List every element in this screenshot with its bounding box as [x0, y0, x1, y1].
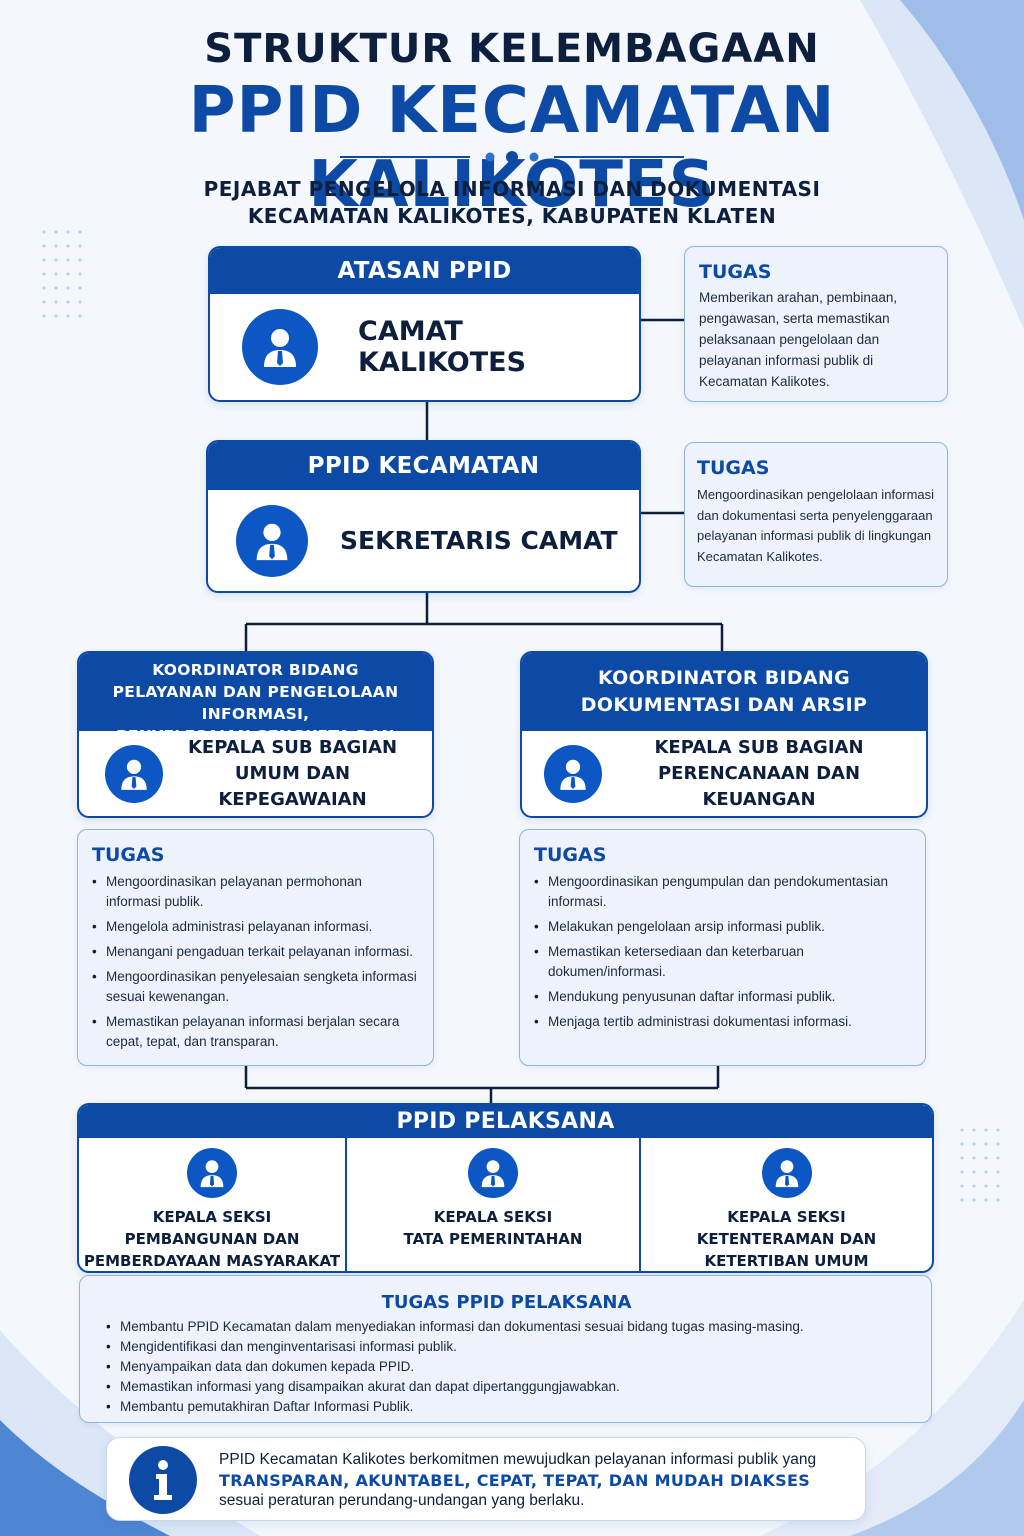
pelaksana-member-1-line3: PEMBERDAYAAN MASYARAKAT — [83, 1252, 341, 1270]
atasan-tugas-title: TUGAS — [699, 261, 772, 283]
person-tie-icon — [544, 744, 602, 803]
pelaksana-member-1-line1: KEPALA SEKSI — [152, 1208, 272, 1226]
pelaksana-member-1-line2: PEMBANGUNAN DAN — [124, 1230, 300, 1248]
ppid-kecamatan-card: PPID KECAMATAN SEKRETARIS CAMAT — [206, 440, 641, 593]
pelaksana-member-1: KEPALA SEKSI PEMBANGUNAN DAN PEMBERDAYAA… — [79, 1138, 345, 1271]
list-item: Melakukan pengelolaan arsip informasi pu… — [534, 917, 911, 937]
ppid-kecamatan-tugas-text: Mengoordinasikan pengelolaan informasi d… — [697, 487, 935, 564]
list-item: Membantu pemutakhiran Daftar Informasi P… — [106, 1397, 907, 1417]
koordinator-dokumentasi-header-line1: KOORDINATOR BIDANG — [597, 667, 851, 689]
koordinator-dokumentasi-name-line2: PERENCANAAN DAN KEUANGAN — [657, 762, 861, 810]
atasan-tugas-box: TUGAS Memberikan arahan, pembinaan, peng… — [684, 246, 948, 402]
koordinator-dokumentasi-tugas-list: Mengoordinasikan pengumpulan dan pendoku… — [534, 872, 911, 1032]
list-item: Memastikan ketersediaan dan keterbaruan … — [534, 942, 911, 982]
commitment-info-box: PPID Kecamatan Kalikotes berkomitmen mew… — [106, 1437, 866, 1521]
pelaksana-member-3-name: KEPALA SEKSI KETENTERAMAN DAN KETERTIBAN… — [696, 1206, 877, 1271]
list-item: Mendukung penyusunan daftar informasi pu… — [534, 987, 911, 1007]
list-item: Menyampaikan data dan dokumen kepada PPI… — [106, 1357, 907, 1377]
person-tie-icon — [468, 1148, 518, 1198]
person-tie-icon — [242, 309, 318, 385]
koordinator-dokumentasi-tugas-title: TUGAS — [534, 844, 607, 866]
koordinator-pelayanan-name: KEPALA SUB BAGIAN UMUM DAN KEPEGAWAIAN — [163, 735, 432, 813]
ppid-pelaksana-card: PPID PELAKSANA KEPALA SEKSI PEMBANGUNAN … — [77, 1103, 934, 1273]
pelaksana-member-3-line3: KETERTIBAN UMUM — [704, 1252, 869, 1270]
ppid-kecamatan-header: PPID KECAMATAN — [208, 442, 639, 490]
list-item: Mengidentifikasi dan menginventarisasi i… — [106, 1337, 907, 1357]
pelaksana-member-2: KEPALA SEKSI TATA PEMERINTAHAN — [347, 1138, 639, 1271]
list-item: Membantu PPID Kecamatan dalam menyediaka… — [106, 1317, 907, 1337]
ppid-kecamatan-name: SEKRETARIS CAMAT — [340, 526, 618, 555]
person-tie-icon — [236, 504, 308, 577]
info-line1: PPID Kecamatan Kalikotes berkomitmen mew… — [219, 1451, 817, 1468]
atasan-ppid-header: ATASAN PPID — [210, 248, 639, 294]
ppid-kecamatan-tugas-box: TUGAS Mengoordinasikan pengelolaan infor… — [684, 442, 948, 587]
koordinator-pelayanan-tugas-title: TUGAS — [92, 844, 165, 866]
pelaksana-member-2-line2: TATA PEMERINTAHAN — [403, 1230, 583, 1248]
koordinator-dokumentasi-header-line2: DOKUMENTASI DAN ARSIP — [580, 694, 868, 716]
koordinator-pelayanan-tugas-box: TUGAS Mengoordinasikan pelayanan permoho… — [77, 829, 434, 1066]
koordinator-dokumentasi-name: KEPALA SUB BAGIAN PERENCANAAN DAN KEUANG… — [602, 735, 926, 813]
koordinator-pelayanan-header-line2: PELAYANAN DAN PENGELOLAAN INFORMASI, — [112, 683, 399, 723]
pelaksana-tugas-title: TUGAS PPID PELAKSANA — [381, 1292, 632, 1313]
atasan-ppid-name: CAMAT KALIKOTES — [358, 316, 527, 378]
koordinator-dokumentasi-name-line1: KEPALA SUB BAGIAN — [654, 736, 864, 758]
atasan-ppid-card: ATASAN PPID CAMAT KALIKOTES — [208, 246, 641, 402]
list-item: Mengoordinasikan penyelesaian sengketa i… — [92, 967, 419, 1007]
pelaksana-member-2-name: KEPALA SEKSI TATA PEMERINTAHAN — [404, 1206, 583, 1250]
koordinator-pelayanan-header: KOORDINATOR BIDANG PELAYANAN DAN PENGELO… — [79, 653, 432, 767]
koordinator-pelayanan-header-line1: KOORDINATOR BIDANG — [152, 661, 359, 679]
atasan-tugas-text: Memberikan arahan, pembinaan, pengawasan… — [699, 290, 898, 389]
person-tie-icon — [187, 1148, 237, 1198]
list-item: Memastikan informasi yang disampaikan ak… — [106, 1377, 907, 1397]
pelaksana-tugas-box: TUGAS PPID PELAKSANA Membantu PPID Kecam… — [79, 1275, 932, 1423]
person-tie-icon — [105, 744, 163, 803]
koordinator-pelayanan-card: KOORDINATOR BIDANG PELAYANAN DAN PENGELO… — [77, 651, 434, 818]
koordinator-dokumentasi-tugas-box: TUGAS Mengoordinasikan pengumpulan dan p… — [519, 829, 926, 1066]
page-title-main: PPID KECAMATAN KALIKOTES — [188, 74, 836, 222]
list-item: Memastikan pelayanan informasi berjalan … — [92, 1012, 419, 1052]
pelaksana-member-2-line1: KEPALA SEKSI — [433, 1208, 553, 1226]
subtitle-line2: KECAMATAN KALIKOTES, KABUPATEN KLATEN — [247, 204, 777, 228]
koordinator-pelayanan-tugas-list: Mengoordinasikan pelayanan permohonan in… — [92, 872, 419, 1052]
pelaksana-member-3: KEPALA SEKSI KETENTERAMAN DAN KETERTIBAN… — [641, 1138, 932, 1271]
person-tie-icon — [761, 1148, 812, 1198]
list-item: Menjaga tertib administrasi dokumentasi … — [534, 1012, 911, 1032]
list-item: Mengoordinasikan pengumpulan dan pendoku… — [534, 872, 911, 912]
page-title-line1: STRUKTUR KELEMBAGAAN — [204, 26, 820, 72]
pelaksana-member-3-line2: KETENTERAMAN DAN — [696, 1230, 877, 1248]
koordinator-pelayanan-name-line1: KEPALA SUB BAGIAN — [187, 736, 398, 758]
pelaksana-member-1-name: KEPALA SEKSI PEMBANGUNAN DAN PEMBERDAYAA… — [83, 1206, 341, 1271]
subtitle-line1: PEJABAT PENGELOLA INFORMASI DAN DOKUMENT… — [203, 177, 821, 201]
info-line3: sesuai peraturan perundang-undangan yang… — [219, 1492, 585, 1509]
pelaksana-member-3-line1: KEPALA SEKSI — [727, 1208, 846, 1226]
title-divider — [340, 151, 684, 163]
ppid-kecamatan-tugas-title: TUGAS — [697, 457, 770, 479]
ppid-pelaksana-header: PPID PELAKSANA — [79, 1105, 932, 1138]
list-item: Mengelola administrasi pelayanan informa… — [92, 917, 419, 937]
koordinator-dokumentasi-header: KOORDINATOR BIDANG DOKUMENTASI DAN ARSIP — [522, 653, 926, 731]
koordinator-pelayanan-name-line2: UMUM DAN KEPEGAWAIAN — [218, 762, 367, 810]
list-item: Mengoordinasikan pelayanan permohonan in… — [92, 872, 419, 912]
pelaksana-tugas-list: Membantu PPID Kecamatan dalam menyediaka… — [106, 1317, 907, 1417]
info-icon — [129, 1446, 197, 1514]
list-item: Menangani pengaduan terkait pelayanan in… — [92, 942, 419, 962]
page-subtitle: PEJABAT PENGELOLA INFORMASI DAN DOKUMENT… — [0, 176, 1024, 230]
info-highlight: TRANSPARAN, AKUNTABEL, CEPAT, TEPAT, DAN… — [219, 1470, 811, 1490]
koordinator-pelayanan-header-line3: PENYELESAIAN SENGKETA DAN PENGADUAN — [116, 727, 395, 767]
koordinator-dokumentasi-card: KOORDINATOR BIDANG DOKUMENTASI DAN ARSIP… — [520, 651, 928, 818]
